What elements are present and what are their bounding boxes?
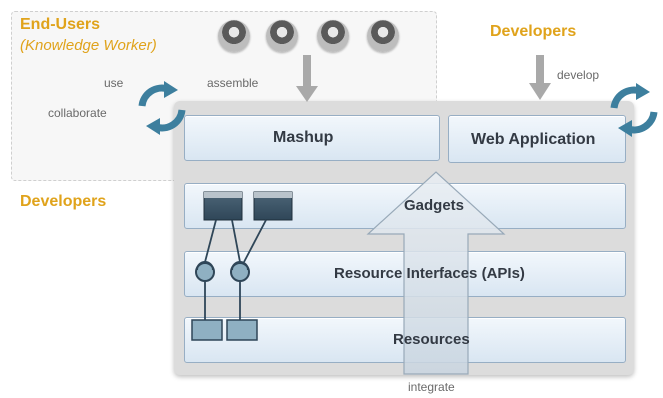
web-application-layer: Web Application xyxy=(448,115,626,163)
gadgets-label: Gadgets xyxy=(404,197,465,214)
cycle-arrows-icon xyxy=(138,81,186,135)
assemble-arrow xyxy=(296,55,318,102)
developers-left-label: Developers xyxy=(20,193,107,210)
integrate-arrow xyxy=(366,171,506,375)
mashup-label: Mashup xyxy=(273,129,334,146)
person-avatar-icon xyxy=(266,20,298,52)
web-application-label: Web Application xyxy=(471,131,596,148)
gadget-window-icon xyxy=(203,191,243,221)
end-users-title: End-Users xyxy=(20,16,101,33)
use-label: use xyxy=(104,76,124,90)
api-connector-icon xyxy=(230,261,250,282)
mashup-layer: Mashup xyxy=(184,115,440,161)
person-avatar-icon xyxy=(317,20,349,52)
resource-interfaces-label: Resource Interfaces (APIs) xyxy=(334,265,525,282)
integrate-label: integrate xyxy=(408,380,455,394)
knowledge-worker-subtitle: (Knowledge Worker) xyxy=(20,37,157,54)
person-avatar-icon xyxy=(367,20,399,52)
resource-block-icon xyxy=(191,319,223,341)
gadget-window-icon xyxy=(253,191,293,221)
resources-label: Resources xyxy=(393,331,470,348)
person-avatar-icon xyxy=(218,20,250,52)
resource-block-icon xyxy=(226,319,258,341)
developers-top-label: Developers xyxy=(490,23,577,40)
assemble-label: assemble xyxy=(207,76,259,90)
develop-label: develop xyxy=(557,68,600,82)
cycle-arrows-icon xyxy=(610,83,658,137)
api-connector-icon xyxy=(195,261,215,282)
collaborate-label: collaborate xyxy=(48,106,107,120)
develop-arrow xyxy=(529,55,551,100)
connector-wires xyxy=(204,219,267,320)
